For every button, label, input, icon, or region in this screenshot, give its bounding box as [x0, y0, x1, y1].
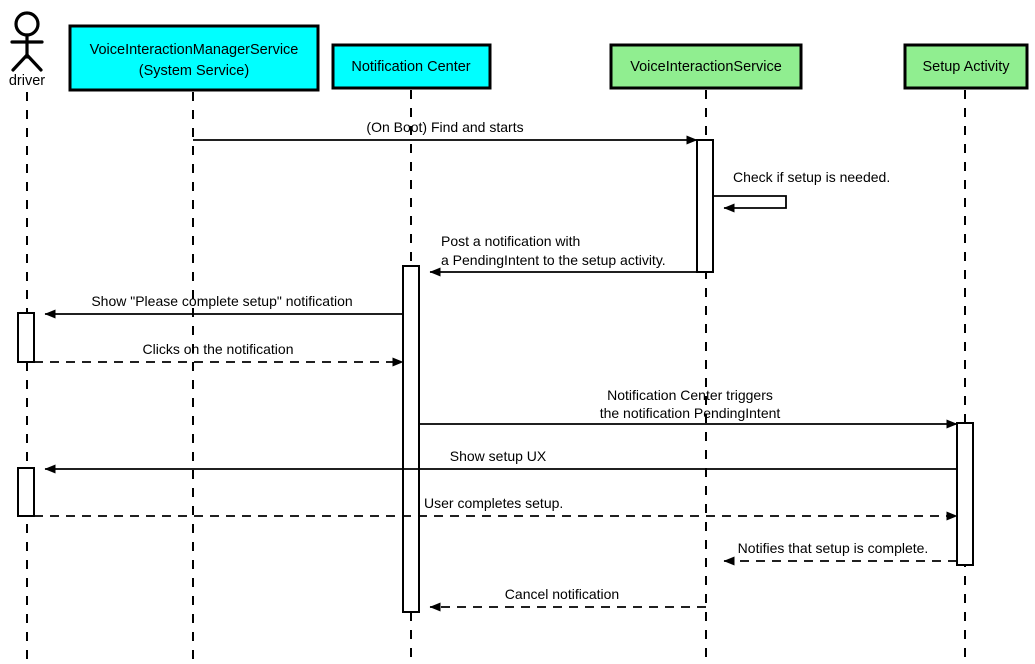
activation-bar-notification-center	[402, 265, 420, 613]
message-post-notification-pendingintent: Post a notification with a PendingIntent…	[429, 233, 697, 277]
participant-label-vims-line1: VoiceInteractionManagerService	[90, 42, 299, 58]
message-arrow-m2-self	[713, 195, 787, 213]
activation-bar-driver-1	[17, 312, 35, 363]
participant-notification-center[interactable]: Notification Center	[331, 43, 492, 90]
activation-bar-vis	[696, 139, 714, 273]
message-notification-center-triggers-pendingintent: Notification Center triggers the notific…	[419, 387, 958, 429]
message-label-m6-line1: Notification Center triggers	[607, 387, 773, 403]
message-cancel-notification: Cancel notification	[429, 586, 706, 612]
participant-label-vis: VoiceInteractionService	[630, 59, 782, 75]
actor-driver	[10, 11, 44, 72]
participant-box-vims[interactable]	[68, 24, 320, 92]
message-label-m4: Show "Please complete setup" notificatio…	[91, 293, 352, 309]
participant-voiceinteractionservice[interactable]: VoiceInteractionService	[609, 43, 803, 90]
participant-label-setup-activity: Setup Activity	[922, 59, 1010, 75]
message-show-setup-ux: Show setup UX	[44, 448, 957, 474]
message-label-m6-line2: the notification PendingIntent	[600, 405, 781, 421]
participant-voiceinteractionmanagerservice[interactable]: VoiceInteractionManagerService (System S…	[68, 24, 320, 92]
message-label-m9: Notifies that setup is complete.	[738, 540, 929, 556]
actor-label-driver: driver	[9, 73, 45, 89]
message-show-please-complete-setup-notification: Show "Please complete setup" notificatio…	[44, 293, 403, 319]
message-clicks-on-the-notification: Clicks on the notification	[34, 341, 404, 367]
message-label-m5: Clicks on the notification	[143, 341, 294, 357]
message-notifies-that-setup-is-complete: Notifies that setup is complete.	[723, 540, 957, 566]
activation-bars-group	[17, 139, 974, 613]
message-label-m3-line1: Post a notification with	[441, 233, 580, 249]
participant-label-notification-center: Notification Center	[351, 59, 470, 75]
participant-setup-activity[interactable]: Setup Activity	[903, 43, 1029, 90]
message-label-m3-line2: a PendingIntent to the setup activity.	[441, 252, 666, 268]
participant-label-vims-line2: (System Service)	[139, 63, 249, 79]
participant-box-setup-activity[interactable]	[903, 43, 1029, 90]
message-label-m8: User completes setup.	[424, 495, 563, 511]
actor-leg-left-icon	[11, 53, 29, 72]
actor-head-icon	[14, 11, 40, 37]
activation-bar-driver-2	[17, 467, 35, 517]
message-on-boot-find-and-starts: (On Boot) Find and starts	[193, 119, 698, 145]
activation-bar-setup-activity	[956, 422, 974, 566]
message-user-completes-setup: User completes setup.	[34, 495, 958, 521]
participant-box-vis[interactable]	[609, 43, 803, 90]
participant-box-notification-center[interactable]	[331, 43, 492, 90]
message-label-m1: (On Boot) Find and starts	[366, 119, 523, 135]
message-label-m7: Show setup UX	[450, 448, 547, 464]
message-label-m2: Check if setup is needed.	[733, 169, 890, 185]
actor-leg-right-icon	[25, 53, 43, 72]
message-label-m10: Cancel notification	[505, 586, 619, 602]
message-check-if-setup-is-needed: Check if setup is needed.	[713, 169, 890, 213]
